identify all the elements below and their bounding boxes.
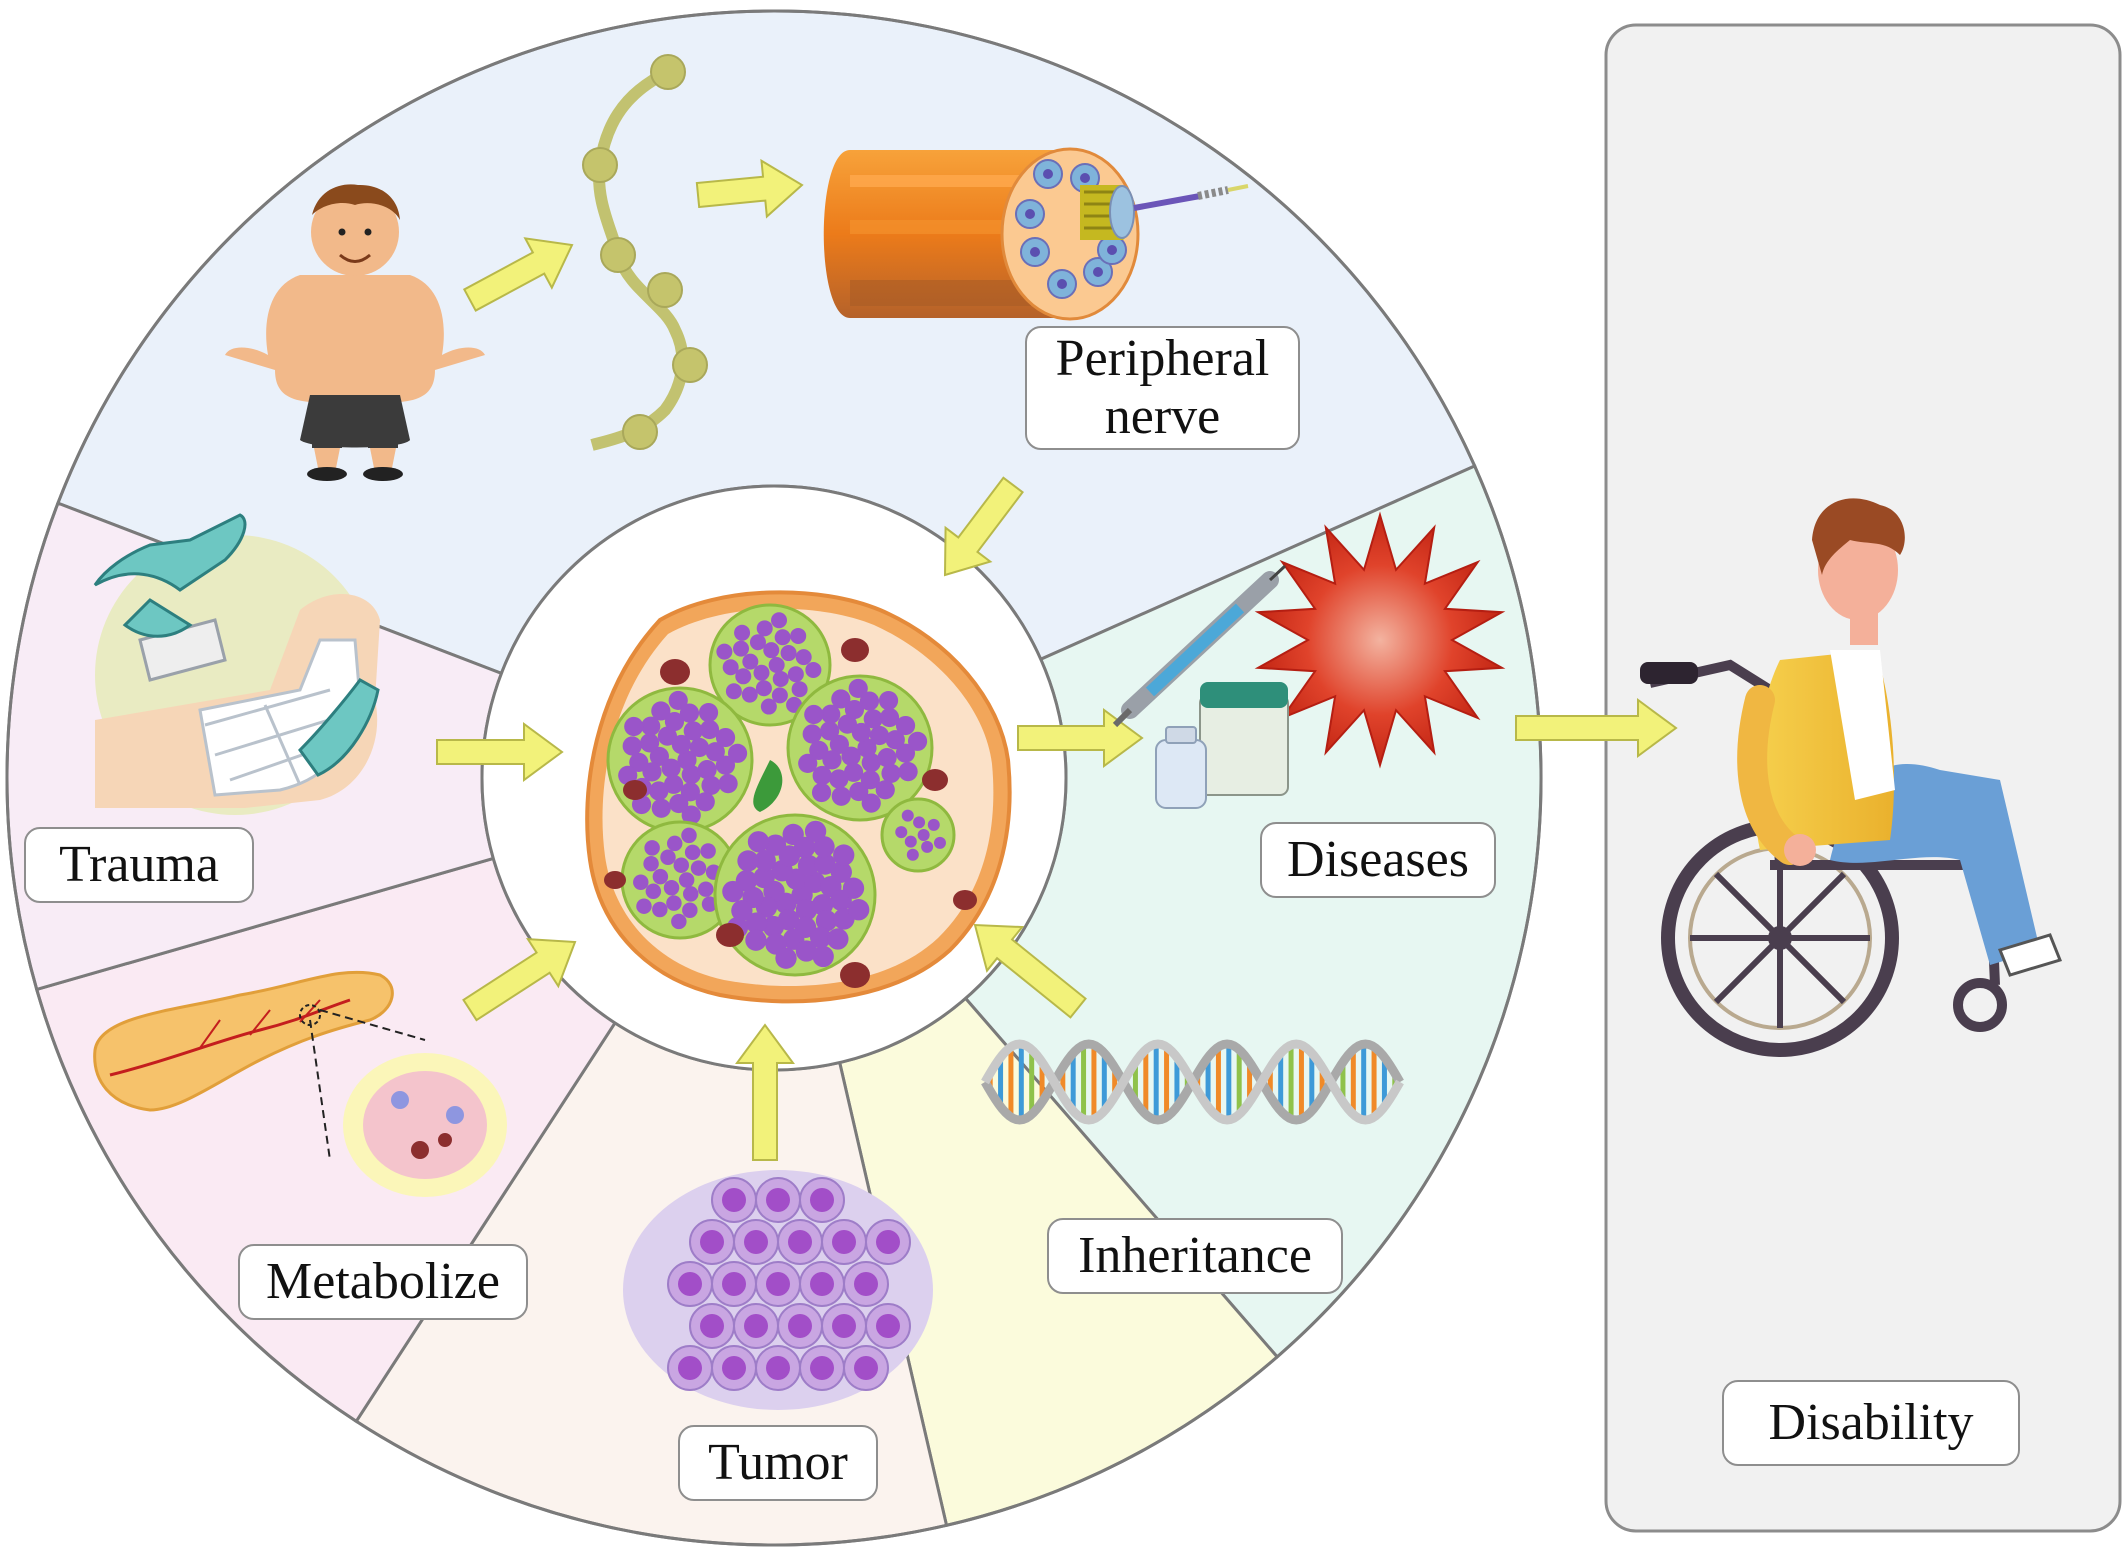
dark-spot [660, 659, 690, 685]
tumor-cells-illustration [623, 1170, 933, 1410]
tumor-nucleus [788, 1230, 812, 1254]
myelin-bead [650, 54, 686, 90]
dark-spot [623, 780, 647, 800]
tumor-nucleus [766, 1356, 790, 1380]
trauma-bandage-illustration [93, 513, 380, 815]
arrow-nerve-to-center [943, 476, 1024, 577]
tumor-nucleus [744, 1230, 768, 1254]
arrow-inheritance-to-center [973, 923, 1087, 1019]
tumor-nucleus [788, 1314, 812, 1338]
label-peripheral-nerve-line2: nerve [1104, 388, 1221, 445]
tumor-nucleus [766, 1272, 790, 1296]
pancreas-islet-illustration [93, 970, 507, 1197]
arrow-axon-to-nerve [695, 158, 804, 219]
arrow-diseases-to-disability [1515, 698, 1678, 758]
dna-strand [981, 1039, 1404, 1125]
tumor-nucleus [832, 1230, 856, 1254]
tumor-nucleus [678, 1272, 702, 1296]
tumor-nucleus [722, 1188, 746, 1212]
tumor-nucleus [810, 1272, 834, 1296]
arrows [436, 158, 1678, 1161]
tumor-nucleus [678, 1356, 702, 1380]
dark-spot [922, 769, 948, 791]
arrow-metabolize-to-center [462, 938, 577, 1022]
arrow-tumor-to-center [735, 1023, 795, 1161]
myelin-bead [622, 414, 658, 450]
label-peripheral-nerve: Peripheral nerve [1025, 326, 1300, 450]
tumor-nucleus [876, 1314, 900, 1338]
arrow-center-to-diseases [1017, 708, 1144, 768]
dark-spot [841, 638, 869, 662]
tumor-nucleus [854, 1356, 878, 1380]
wheelchair-person-illustration [1640, 498, 2063, 1057]
tumor-nucleus [876, 1230, 900, 1254]
label-peripheral-nerve-line1: Peripheral [1055, 330, 1270, 387]
arrow-obesity-to-axon [462, 237, 574, 312]
myelin-bead [672, 347, 708, 383]
dark-spot [604, 871, 626, 889]
label-trauma: Trauma [24, 827, 254, 903]
tumor-nucleus [700, 1314, 724, 1338]
tumor-nucleus [722, 1356, 746, 1380]
diseases-illustration [1112, 511, 1506, 809]
label-inheritance: Inheritance [1047, 1218, 1343, 1294]
myelin-bead [600, 237, 636, 273]
label-diseases: Diseases [1260, 822, 1496, 898]
myelinated-axon-illustration [582, 54, 708, 451]
tumor-nucleus [832, 1314, 856, 1338]
label-tumor: Tumor [678, 1425, 878, 1501]
dark-spot [840, 962, 870, 988]
tumor-nucleus [722, 1272, 746, 1296]
label-metabolize: Metabolize [238, 1244, 528, 1320]
myelin-bead [582, 147, 618, 183]
arrow-trauma-to-center [436, 722, 564, 782]
obese-man-illustration [225, 184, 485, 481]
dark-spot [716, 923, 744, 947]
myelin-bead [647, 272, 683, 308]
dark-spot [953, 890, 977, 910]
dna-helix-illustration [981, 1039, 1404, 1125]
nerve-cross-section-illustration [585, 590, 1012, 1004]
peripheral-nerve-illustration [823, 147, 1249, 321]
tumor-nucleus [810, 1188, 834, 1212]
label-disability: Disability [1722, 1380, 2020, 1466]
tumor-nucleus [854, 1272, 878, 1296]
tumor-nucleus [744, 1314, 768, 1338]
outer-wheel-border [5, 9, 1543, 1547]
tumor-nucleus [810, 1356, 834, 1380]
tumor-nucleus [700, 1230, 724, 1254]
starburst-shape [1254, 511, 1506, 769]
tumor-nucleus [766, 1188, 790, 1212]
